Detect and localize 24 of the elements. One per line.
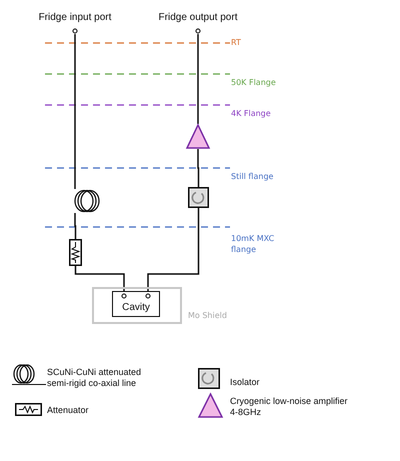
legend-text: Isolator bbox=[230, 377, 261, 388]
flange-label: 10mK MXC flange bbox=[231, 233, 276, 255]
connector-line bbox=[74, 213, 76, 239]
connector-line bbox=[74, 34, 76, 189]
connector-line bbox=[197, 34, 199, 124]
port-label: Fridge input port bbox=[38, 12, 112, 24]
connector-line bbox=[74, 266, 125, 291]
flange-label: RT bbox=[231, 37, 242, 48]
cavity-label: Cavity bbox=[121, 302, 151, 314]
shield-label: Mo Shield bbox=[188, 310, 227, 321]
connector-line bbox=[147, 208, 200, 291]
legend-text: Cryogenic low-noise amplifier 4-8GHz bbox=[230, 396, 349, 418]
cavity-box bbox=[112, 291, 160, 317]
connector-line bbox=[197, 149, 200, 187]
legend-text: SCuNi-CuNi attenuated semi-rigid co-axial line bbox=[47, 367, 142, 389]
amplifier-triangle bbox=[186, 124, 210, 149]
attenuator-symbol bbox=[69, 239, 82, 266]
legend-text: Attenuator bbox=[47, 405, 90, 416]
coil-symbol bbox=[74, 189, 102, 213]
port-label: Fridge output port bbox=[158, 12, 238, 24]
isolator-symbol bbox=[188, 187, 209, 208]
flange-label: 50K Flange bbox=[231, 77, 277, 88]
flange-label: Still flange bbox=[231, 171, 274, 182]
flange-label: 4K Flange bbox=[231, 108, 272, 119]
